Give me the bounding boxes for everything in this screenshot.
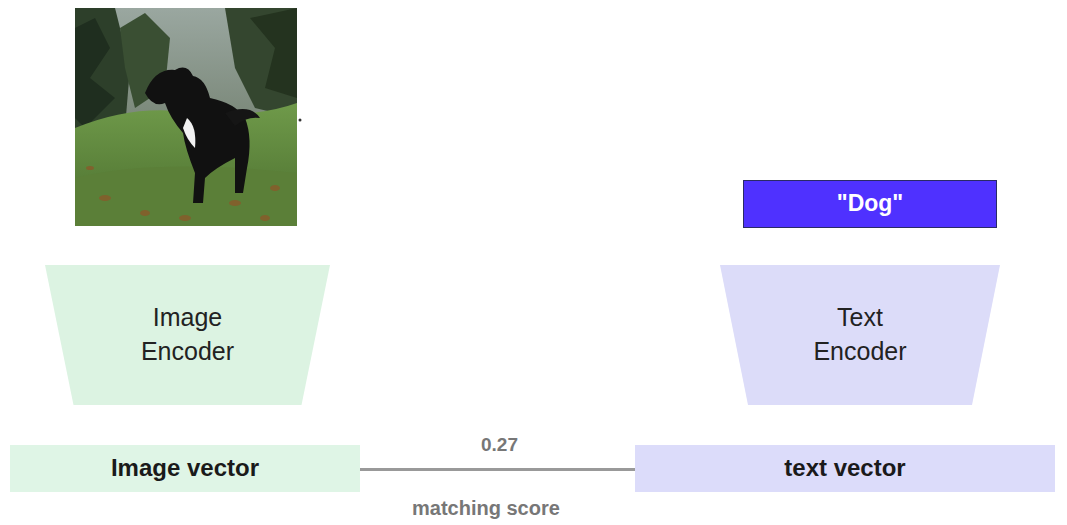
text-input-box: "Dog" (743, 180, 997, 228)
vector-box: Image vector (10, 445, 360, 492)
node-text: "Dog" (837, 188, 904, 219)
trapezoid-outline (720, 265, 1000, 405)
stray-dot (298, 118, 302, 122)
trapezoid-outline (45, 265, 330, 405)
encoder-trapezoid: Text Encoder (720, 265, 1000, 405)
node-text: Image Encoder (116, 301, 259, 369)
connector-line (360, 468, 635, 471)
node-text: Image vector (111, 452, 259, 484)
encoder-trapezoid: Image Encoder (45, 265, 330, 405)
node-text: Text Encoder (790, 301, 930, 369)
dog-photo (75, 8, 297, 226)
node-text: text vector (784, 452, 905, 484)
vector-box: text vector (635, 445, 1055, 492)
score-label: 0.27 (481, 434, 518, 456)
caption-label: matching score (412, 497, 560, 520)
